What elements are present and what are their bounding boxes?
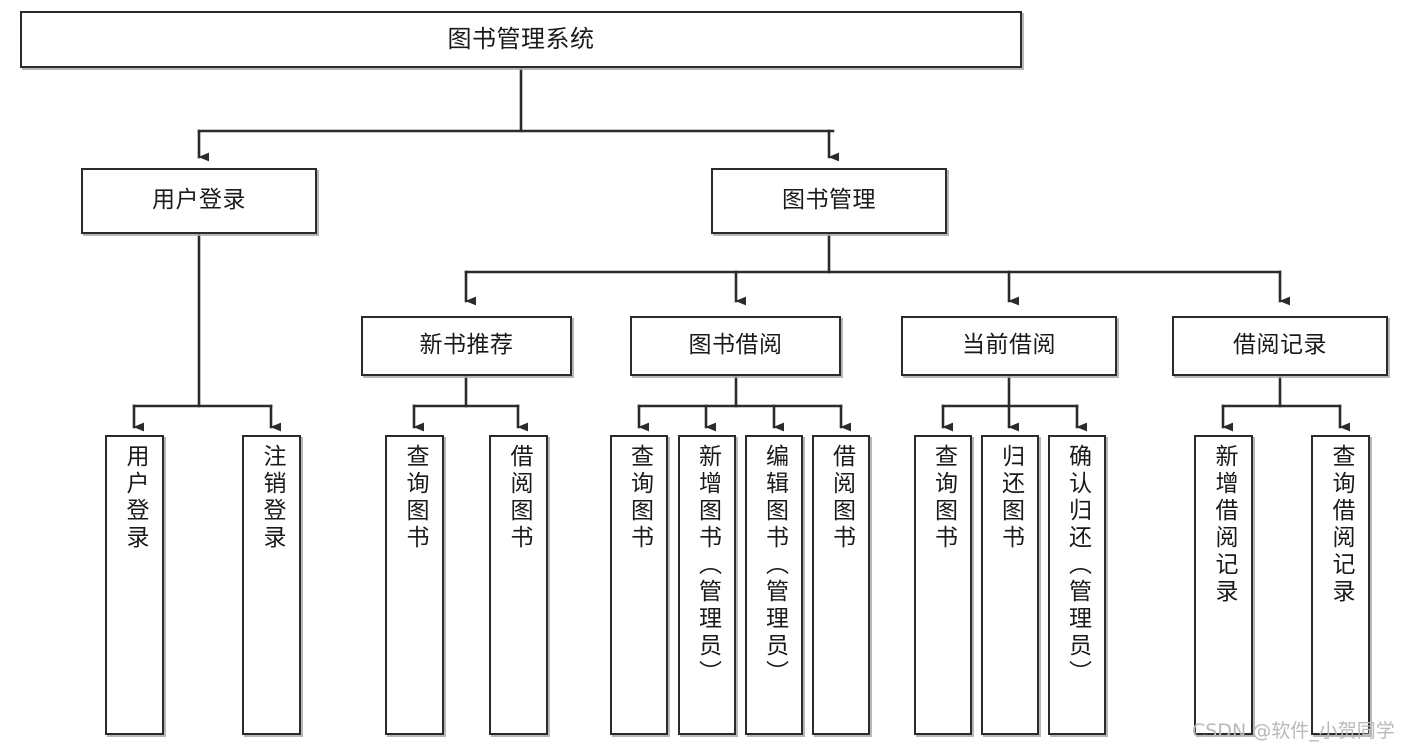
node-label: 查询借阅记录 (1328, 444, 1354, 606)
node-label: 借阅记录 (1233, 332, 1327, 359)
leaf-borrow-book-recommend[interactable]: 借阅图书 (489, 435, 548, 735)
leaf-borrow-book[interactable]: 借阅图书 (812, 435, 870, 735)
leaf-query-book-current[interactable]: 查询图书 (914, 435, 972, 735)
node-label: 当前借阅 (962, 332, 1056, 359)
node-label: 查询图书 (402, 444, 428, 552)
leaf-add-borrow-record[interactable]: 新增借阅记录 (1194, 435, 1253, 735)
node-label: 查询图书 (930, 444, 957, 552)
node-label: 借阅图书 (828, 444, 855, 552)
leaf-logout[interactable]: 注销登录 (242, 435, 301, 735)
leaf-confirm-return-admin[interactable]: 确认归还（管理员） (1048, 435, 1106, 735)
node-user-login[interactable]: 用户登录 (81, 168, 317, 234)
node-label: 图书管理 (782, 187, 876, 214)
node-current-borrow[interactable]: 当前借阅 (901, 316, 1117, 376)
node-book-management[interactable]: 图书管理 (711, 168, 947, 234)
node-root-system[interactable]: 图书管理系统 (20, 11, 1022, 68)
leaf-return-book[interactable]: 归还图书 (981, 435, 1039, 735)
node-label: 图书管理系统 (447, 25, 595, 54)
node-borrow-record[interactable]: 借阅记录 (1172, 316, 1388, 376)
node-label: 查询图书 (626, 444, 653, 552)
node-label: 用户登录 (122, 444, 148, 552)
leaf-query-book-recommend[interactable]: 查询图书 (385, 435, 444, 735)
leaf-add-book-admin[interactable]: 新增图书（管理员） (678, 435, 736, 735)
leaf-query-borrow-record[interactable]: 查询借阅记录 (1311, 435, 1370, 735)
node-label: 新增借阅记录 (1211, 444, 1237, 606)
node-label: 新增图书（管理员） (694, 444, 721, 687)
node-new-book-recommend[interactable]: 新书推荐 (361, 316, 572, 376)
leaf-edit-book-admin[interactable]: 编辑图书（管理员） (745, 435, 803, 735)
node-label: 借阅图书 (506, 444, 532, 552)
node-label: 确认归还（管理员） (1064, 444, 1091, 687)
node-label: 注销登录 (259, 444, 285, 552)
node-label: 编辑图书（管理员） (761, 444, 788, 687)
node-label: 图书借阅 (688, 332, 783, 359)
node-label: 新书推荐 (419, 332, 514, 359)
node-book-borrow[interactable]: 图书借阅 (630, 316, 841, 376)
leaf-query-book-borrow[interactable]: 查询图书 (610, 435, 668, 735)
node-label: 归还图书 (997, 444, 1024, 552)
leaf-user-login[interactable]: 用户登录 (105, 435, 164, 735)
node-label: 用户登录 (152, 187, 246, 214)
